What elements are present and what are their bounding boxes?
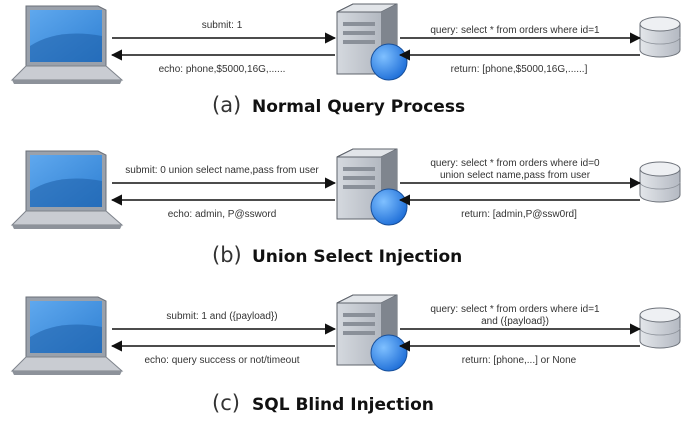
echo-label: echo: admin, P@ssword (168, 209, 277, 220)
database-body (639, 168, 681, 203)
laptop-screen-wave (30, 33, 102, 62)
laptop-base-edge (12, 80, 122, 84)
query-label: query: select * from orders where id=0 (430, 158, 600, 169)
database-body (639, 23, 681, 58)
laptop-icon (10, 150, 124, 229)
server-slot (343, 22, 375, 26)
server-slot (343, 185, 375, 189)
laptop-screen-wave (30, 178, 102, 207)
server-slot (343, 167, 375, 171)
database-top (639, 307, 681, 323)
server-slot (343, 322, 375, 326)
database-band (639, 36, 681, 45)
submit-label: submit: 0 union select name,pass from us… (125, 165, 319, 176)
globe-icon (370, 43, 408, 81)
submit-label: submit: 1 and ({payload}) (166, 311, 277, 322)
laptop-base (10, 356, 124, 372)
server-slot (343, 313, 375, 317)
database-top (639, 16, 681, 32)
database-band (639, 181, 681, 190)
laptop-base-edge (12, 225, 122, 229)
caption-title: Union Select Injection (252, 247, 462, 267)
database-icon (639, 16, 681, 58)
database-body (639, 314, 681, 349)
caption-letter: (a) (212, 93, 241, 117)
server-slot (343, 40, 375, 44)
server-slot (343, 31, 375, 35)
globe-icon (370, 188, 408, 226)
query-label: query: select * from orders where id=1 (430, 25, 600, 36)
query-label: and ({payload}) (481, 316, 549, 327)
globe-icon (370, 334, 408, 372)
database-top (639, 161, 681, 177)
caption-title: SQL Blind Injection (252, 395, 434, 415)
server-icon (336, 3, 408, 81)
return-label: return: [phone,...] or None (462, 355, 577, 366)
caption-title: Normal Query Process (252, 97, 465, 117)
laptop-base (10, 65, 124, 81)
return-label: return: [admin,P@ssw0rd] (461, 209, 577, 220)
laptop-icon (10, 296, 124, 375)
laptop-base (10, 210, 124, 226)
caption-letter: (c) (212, 391, 240, 415)
server-icon (336, 294, 408, 372)
echo-label: echo: query success or not/timeout (144, 355, 299, 366)
laptop-screen-wave (30, 324, 102, 353)
return-label: return: [phone,$5000,16G,......] (451, 64, 588, 75)
echo-label: echo: phone,$5000,16G,...... (159, 64, 286, 75)
laptop-icon (10, 5, 124, 84)
server-icon (336, 148, 408, 226)
query-label: union select name,pass from user (440, 170, 591, 181)
database-icon (639, 307, 681, 349)
server-slot (343, 176, 375, 180)
submit-label: submit: 1 (202, 20, 243, 31)
server-slot (343, 331, 375, 335)
laptop-base-edge (12, 371, 122, 375)
query-label: query: select * from orders where id=1 (430, 304, 600, 315)
caption-letter: (b) (212, 243, 242, 267)
database-band (639, 327, 681, 336)
database-icon (639, 161, 681, 203)
